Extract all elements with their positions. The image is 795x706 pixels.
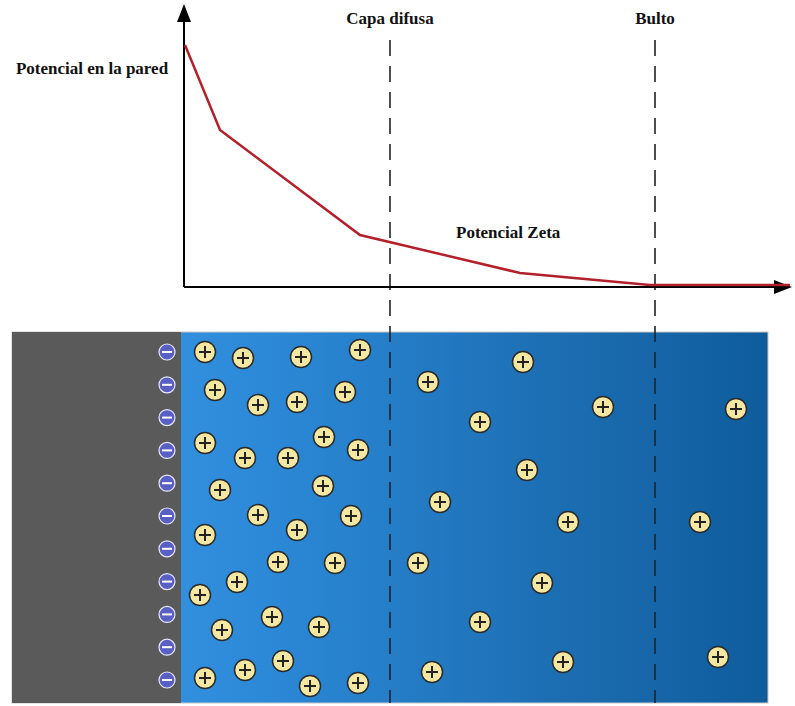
region-label: Bulto — [635, 8, 675, 29]
positive-ions — [190, 340, 747, 697]
boundary-line — [654, 40, 656, 703]
negative-ions — [159, 344, 175, 688]
potential-curve — [185, 45, 790, 285]
axis-label: Potencial en la pared — [12, 58, 172, 79]
axes — [177, 4, 792, 294]
boundary-line — [389, 40, 391, 703]
curve-label: Potencial Zeta — [456, 222, 560, 243]
region-label: Capa difusa — [346, 8, 433, 29]
charged-wall — [12, 332, 181, 703]
